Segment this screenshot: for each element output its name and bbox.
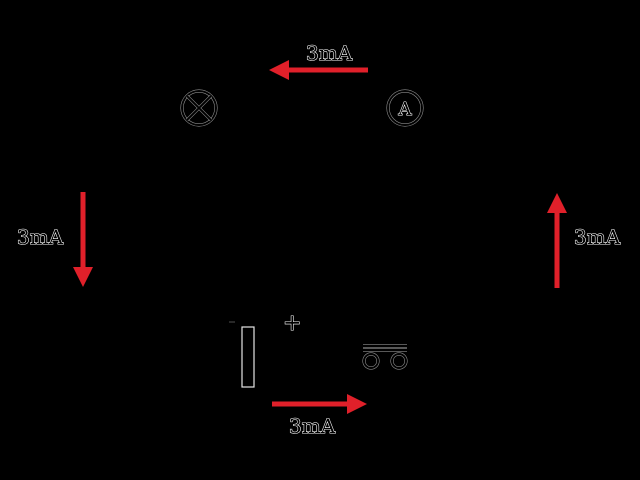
switch-icon (362, 344, 408, 370)
ammeter-letter: A (398, 99, 413, 120)
lamp-icon (180, 89, 218, 127)
current-label-bottom: 3mA (289, 414, 336, 438)
current-label-left: 3mA (17, 225, 64, 249)
current-label-top: 3mA (306, 41, 353, 65)
battery-icon (229, 321, 255, 388)
ammeter-icon: A (386, 89, 424, 127)
battery-plus-label: + (283, 311, 301, 336)
current-label-right: 3mA (574, 225, 621, 249)
